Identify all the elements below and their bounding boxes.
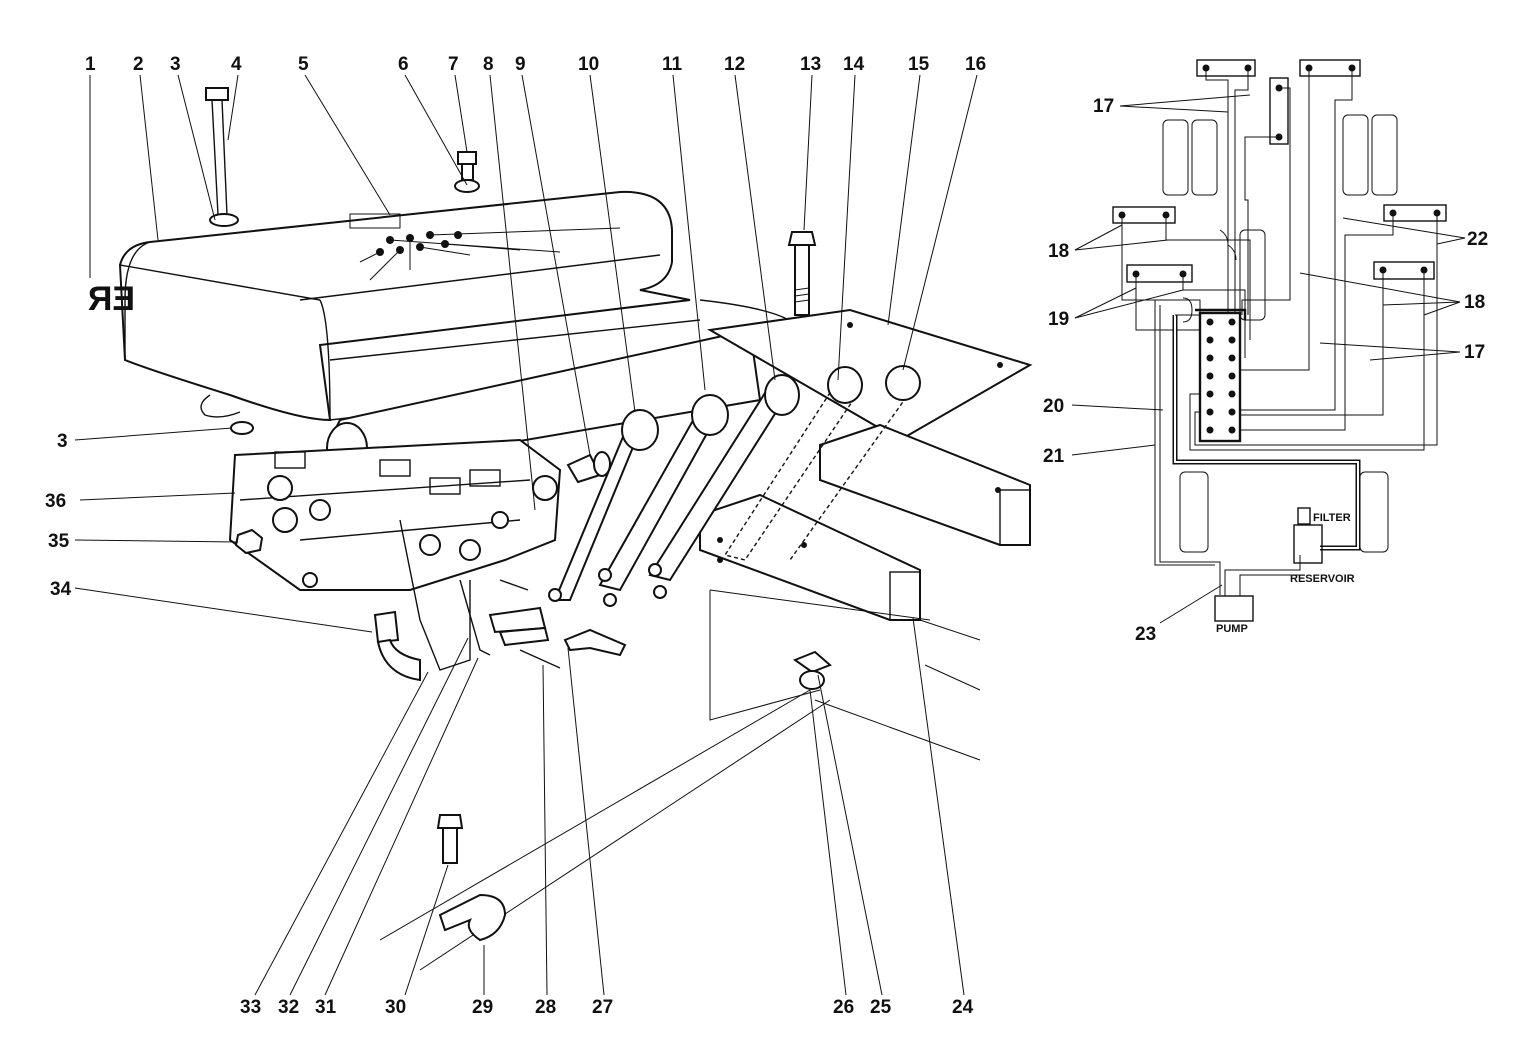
callout-5: 5 (298, 54, 309, 75)
leader-lines (74, 74, 978, 996)
callout-33: 33 (240, 997, 261, 1018)
control-levers (548, 365, 921, 607)
callout-32: 32 (278, 997, 299, 1018)
clamp-29 (438, 893, 507, 942)
pump-label: PUMP (1216, 623, 1248, 635)
callout-24: 24 (952, 997, 974, 1018)
callout-15: 15 (908, 54, 930, 75)
callout-20: 20 (1043, 396, 1064, 417)
square-tube-upper (819, 423, 1031, 546)
mount-plate-15 (706, 308, 1033, 442)
schematic-components: FILTER RESERVOIR PUMP (1214, 507, 1355, 635)
callout-18-left: 18 (1048, 241, 1069, 262)
callout-3: 3 (170, 54, 181, 75)
callout-17-top: 17 (1093, 96, 1114, 117)
filter-label: FILTER (1313, 512, 1351, 524)
callout-17-right: 17 (1464, 342, 1485, 363)
callout-7: 7 (448, 54, 459, 75)
callout-27: 27 (592, 997, 613, 1018)
schematic-outlines (1162, 114, 1398, 553)
callout-13: 13 (800, 54, 821, 75)
schematic-callout-labels: 17 18 19 20 21 22 18 17 23 (1043, 96, 1488, 645)
callout-23: 23 (1135, 624, 1156, 645)
schematic-valve-bank (1198, 311, 1242, 443)
callout-labels: 1 2 3 4 5 6 7 8 9 10 11 12 13 14 15 16 3… (45, 54, 986, 1018)
callout-18-right: 18 (1464, 292, 1485, 313)
pump-unit (1214, 595, 1254, 622)
callout-4: 4 (231, 54, 242, 75)
callout-31: 31 (315, 997, 337, 1018)
bolt-30 (436, 814, 464, 864)
callout-22: 22 (1467, 229, 1488, 250)
callout-11: 11 (662, 54, 683, 75)
callout-9: 9 (515, 54, 526, 75)
schematic-hoses (1121, 68, 1438, 596)
reservoir-label: RESERVOIR (1290, 573, 1355, 585)
callout-10: 10 (578, 54, 599, 75)
callout-29: 29 (472, 997, 493, 1018)
callout-8: 8 (483, 54, 494, 75)
decal-text: ER (88, 280, 135, 318)
callout-6: 6 (398, 54, 409, 75)
callout-35: 35 (48, 531, 70, 552)
callout-28: 28 (535, 997, 556, 1018)
reservoir-tank (1293, 524, 1323, 564)
nut-35 (234, 528, 264, 555)
exploded-assembly: ER (45, 54, 1033, 1018)
washer-3 (230, 421, 254, 435)
callout-16: 16 (965, 54, 986, 75)
filter-element (1297, 507, 1311, 525)
callout-19: 19 (1048, 309, 1069, 330)
clip-25-26 (792, 650, 832, 690)
hydraulic-schematic: FILTER RESERVOIR PUMP 17 18 (1043, 59, 1488, 645)
callout-14: 14 (843, 54, 865, 75)
callout-36: 36 (45, 491, 66, 512)
callout-25: 25 (870, 997, 892, 1018)
callout-12: 12 (724, 54, 745, 75)
callout-30: 30 (385, 997, 406, 1018)
callout-1: 1 (85, 54, 96, 75)
valve-body (228, 438, 562, 671)
square-tube-lower (699, 493, 921, 621)
callout-21: 21 (1043, 446, 1065, 467)
elbow-fitting-34 (373, 610, 421, 682)
bolt-7 (454, 151, 480, 193)
callout-26: 26 (833, 997, 854, 1018)
callout-34: 34 (50, 579, 72, 600)
schematic-leaders (1071, 94, 1466, 624)
callout-3-lower: 3 (57, 431, 68, 452)
callout-2: 2 (133, 54, 144, 75)
bolt-4 (205, 87, 239, 227)
tank-cover: ER (88, 190, 721, 422)
bolt-13 (787, 231, 817, 316)
